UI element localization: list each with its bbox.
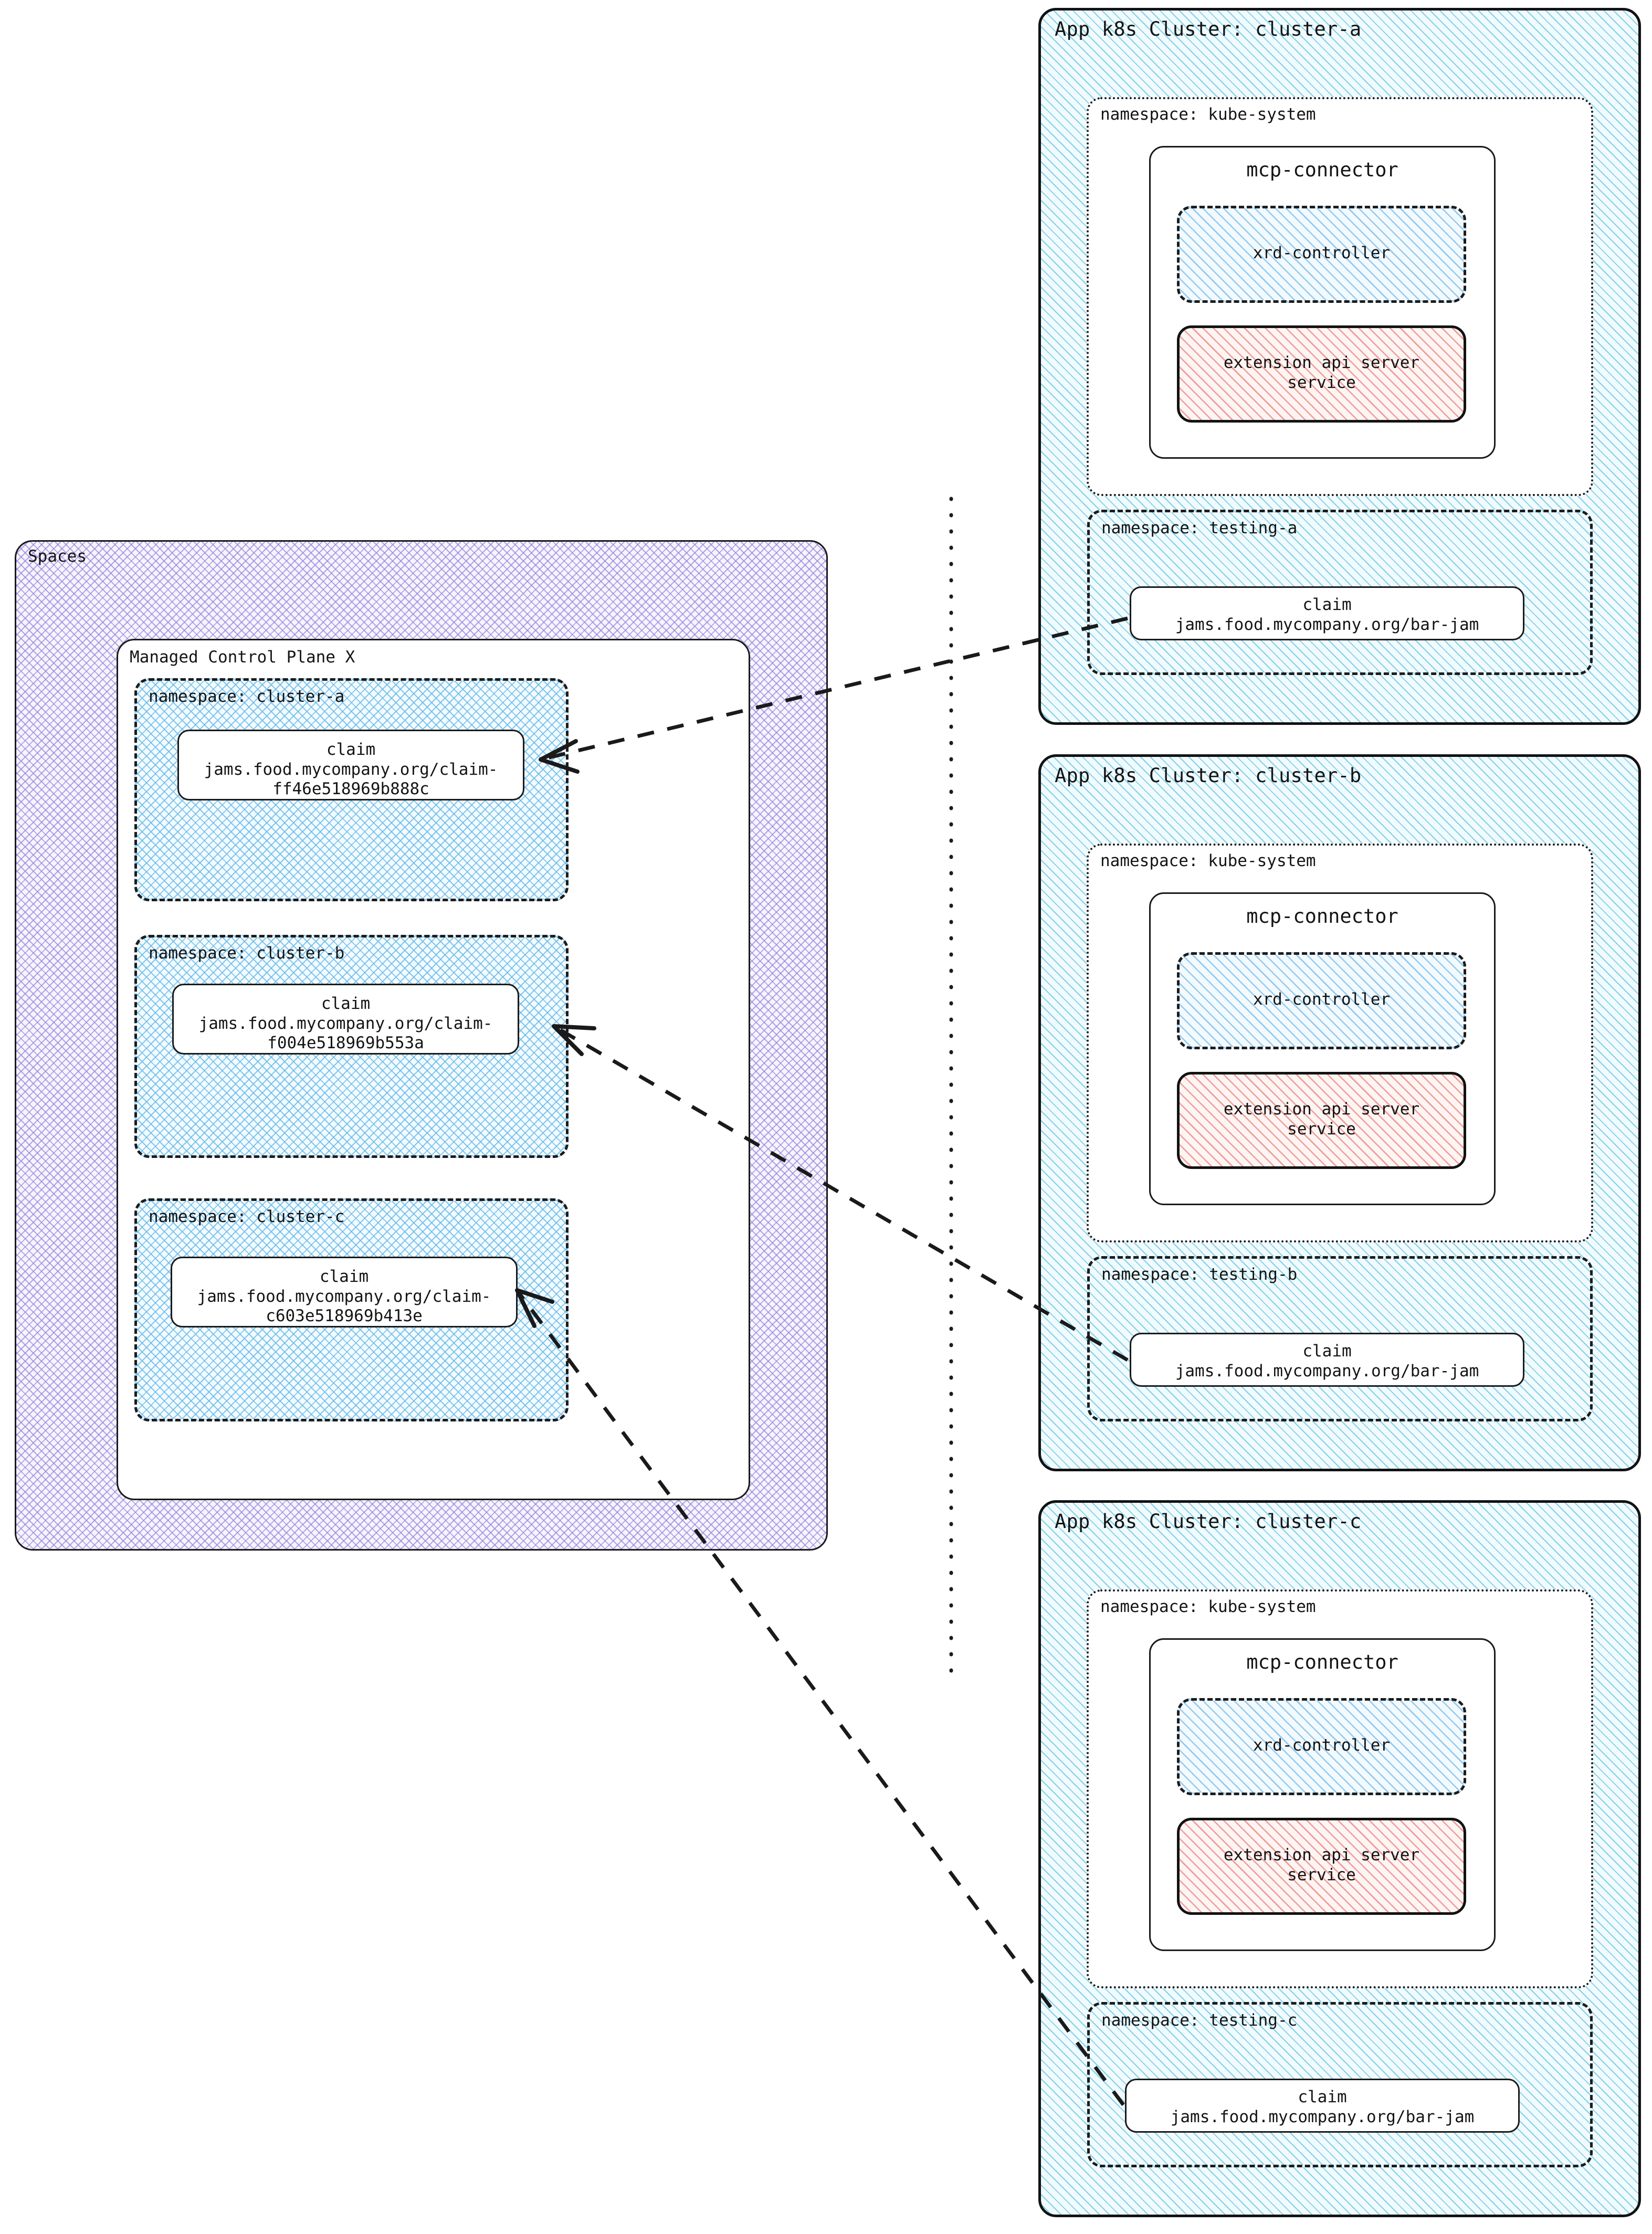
mcp-connector-label: mcp-connector (1246, 1651, 1398, 1673)
claim-ref-line1: jams.food.mycompany.org/claim- (204, 760, 498, 779)
namespace-kube-system-label: namespace: kube-system (1100, 851, 1316, 870)
extension-api-server-service-a[interactable]: extension api server service (1177, 325, 1466, 423)
claim-kind-label: claim (326, 740, 376, 759)
claim-kind-label: claim (321, 994, 371, 1013)
app-cluster-a-label: App k8s Cluster: cluster-a (1055, 18, 1362, 40)
xrd-controller-b[interactable]: xrd-controller (1177, 952, 1466, 1049)
claim-kind-label: claim (1298, 2088, 1347, 2106)
claim-ref-label: jams.food.mycompany.org/bar-jam (1175, 615, 1479, 634)
extension-api-server-line1: extension api server (1223, 1100, 1420, 1119)
namespace-testing-c-label: namespace: testing-c (1101, 2011, 1298, 2030)
extension-api-server-line2: service (1287, 1120, 1356, 1139)
claim-box-cluster-a[interactable]: claim jams.food.mycompany.org/claim- ff4… (177, 730, 524, 800)
managed-control-plane-label: Managed Control Plane X (130, 648, 355, 667)
claim-box-cluster-b[interactable]: claim jams.food.mycompany.org/claim- f00… (172, 984, 519, 1055)
extension-api-server-line2: service (1287, 373, 1356, 392)
mcp-connector-label: mcp-connector (1246, 159, 1398, 181)
extension-api-server-service-c[interactable]: extension api server service (1177, 1818, 1466, 1915)
namespace-cluster-a-label: namespace: cluster-a (149, 687, 345, 706)
xrd-controller-label: xrd-controller (1253, 990, 1391, 1009)
claim-box-testing-a[interactable]: claim jams.food.mycompany.org/bar-jam (1130, 586, 1524, 640)
claim-ref-line1: jams.food.mycompany.org/claim- (198, 1014, 493, 1033)
extension-api-server-service-b[interactable]: extension api server service (1177, 1072, 1466, 1169)
claim-kind-label: claim (1302, 1342, 1352, 1361)
mcp-connector-label: mcp-connector (1246, 905, 1398, 928)
app-cluster-b-label: App k8s Cluster: cluster-b (1055, 764, 1362, 787)
namespace-testing-b-label: namespace: testing-b (1101, 1265, 1298, 1284)
claim-ref-line1: jams.food.mycompany.org/claim- (197, 1287, 491, 1306)
claim-box-cluster-c[interactable]: claim jams.food.mycompany.org/claim- c60… (171, 1257, 518, 1327)
claim-ref-line2: c603e518969b413e (266, 1306, 423, 1325)
namespace-kube-system-label: namespace: kube-system (1100, 105, 1316, 124)
extension-api-server-line1: extension api server (1223, 353, 1420, 372)
xrd-controller-c[interactable]: xrd-controller (1177, 1698, 1466, 1795)
extension-api-server-line1: extension api server (1223, 1846, 1420, 1864)
claim-box-testing-b[interactable]: claim jams.food.mycompany.org/bar-jam (1130, 1333, 1524, 1387)
claim-box-testing-c[interactable]: claim jams.food.mycompany.org/bar-jam (1125, 2079, 1520, 2133)
claim-ref-label: jams.food.mycompany.org/bar-jam (1175, 1362, 1479, 1381)
xrd-controller-label: xrd-controller (1253, 1736, 1391, 1755)
xrd-controller-a[interactable]: xrd-controller (1177, 206, 1466, 303)
namespace-testing-a-label: namespace: testing-a (1101, 519, 1298, 538)
claim-ref-line2: f004e518969b553a (267, 1034, 424, 1052)
claim-ref-line2: ff46e518969b888c (272, 779, 429, 798)
app-cluster-c-label: App k8s Cluster: cluster-c (1055, 1510, 1362, 1533)
namespace-kube-system-label: namespace: kube-system (1100, 1597, 1316, 1616)
xrd-controller-label: xrd-controller (1253, 244, 1391, 262)
extension-api-server-line2: service (1287, 1866, 1356, 1884)
claim-kind-label: claim (319, 1267, 369, 1286)
claim-ref-label: jams.food.mycompany.org/bar-jam (1170, 2107, 1475, 2126)
namespace-cluster-b-label: namespace: cluster-b (149, 944, 345, 963)
spaces-label: Spaces (28, 547, 87, 566)
claim-kind-label: claim (1302, 595, 1352, 614)
namespace-cluster-c-label: namespace: cluster-c (149, 1207, 345, 1226)
